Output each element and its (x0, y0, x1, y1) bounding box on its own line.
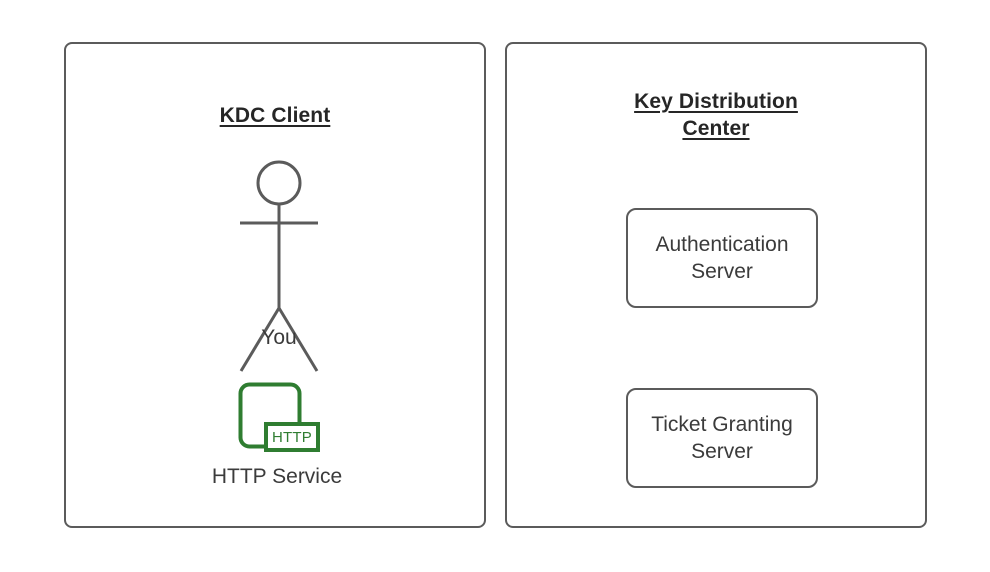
kdc-client-panel: KDC Client You HTTP HTTP Service (64, 42, 486, 528)
ticket-granting-server-box: Ticket Granting Server (626, 388, 818, 488)
authentication-server-label: Authentication Server (655, 233, 789, 283)
kdc-client-panel-title: KDC Client (66, 102, 484, 129)
http-badge-text: HTTP (272, 429, 312, 446)
kdc-client-panel-title-text: KDC Client (219, 104, 331, 127)
http-service-label: HTTP Service (211, 465, 343, 488)
kdc-title-line-2: Center (682, 117, 750, 140)
authentication-server-box: Authentication Server (626, 208, 818, 308)
actor-you-label: You (261, 326, 297, 349)
ticket-granting-server-label: Ticket Granting Server (651, 413, 793, 463)
http-service-group: HTTP HTTP Service (166, 382, 388, 507)
http-service-icon: HTTP (238, 382, 320, 460)
actor-you: You (219, 157, 339, 387)
stick-figure-icon (239, 160, 319, 372)
kdc-title-line-1: Key Distribution (634, 90, 798, 113)
